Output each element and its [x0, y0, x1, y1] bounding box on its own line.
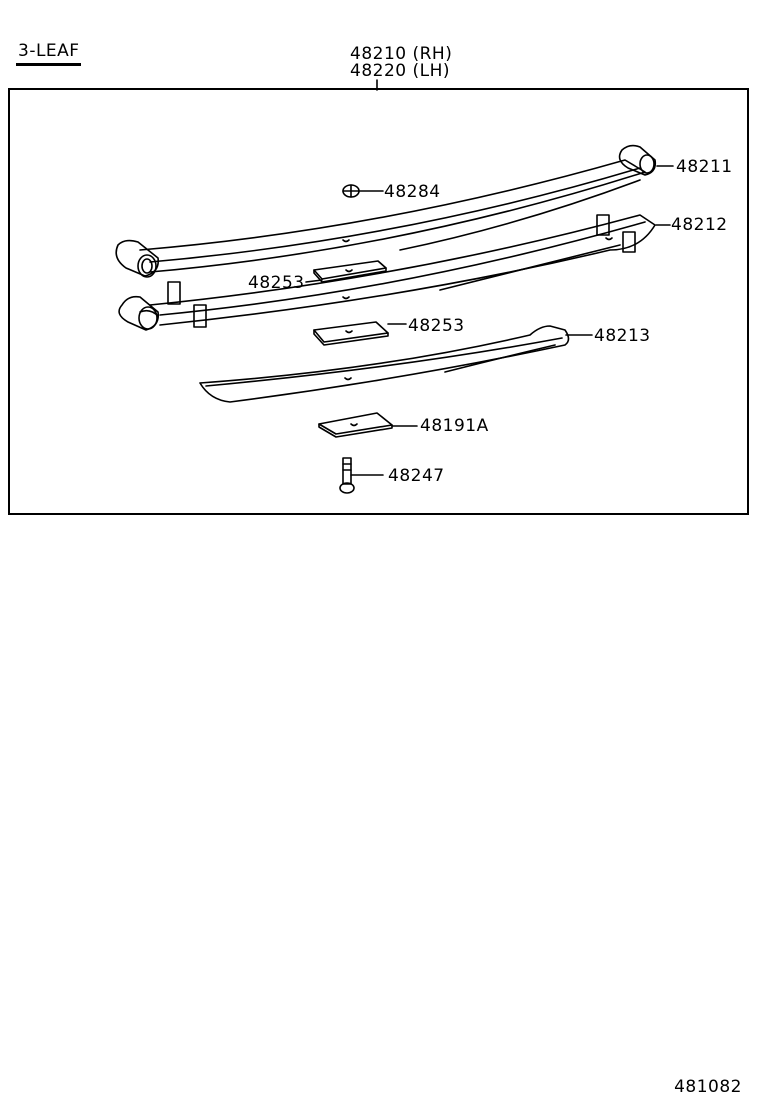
parts-diagram-frame [8, 88, 749, 515]
center-bolt[interactable] [339, 457, 384, 494]
variant-label: 3-LEAF [18, 41, 80, 61]
callout-48253-upper[interactable]: 48253 [248, 273, 305, 293]
callout-48191a[interactable]: 48191A [420, 416, 489, 436]
assembly-number-rh[interactable]: 48210 (RH) [350, 44, 453, 64]
leaf-spring-3[interactable] [199, 325, 570, 403]
spacer-plate[interactable] [318, 412, 418, 438]
callout-48253-lower[interactable]: 48253 [408, 316, 465, 336]
callout-48212[interactable]: 48212 [671, 215, 728, 235]
diagram-code: 481082 [674, 1077, 742, 1097]
callout-48213[interactable]: 48213 [594, 326, 651, 346]
liner-lower[interactable] [313, 321, 407, 346]
callout-48284[interactable]: 48284 [384, 182, 441, 202]
variant-label-underline [16, 63, 81, 66]
liner-upper[interactable] [305, 260, 387, 283]
leaf-spring-1[interactable] [115, 144, 657, 278]
assembly-number-lh[interactable]: 48220 (LH) [350, 61, 451, 81]
callout-48247[interactable]: 48247 [388, 466, 445, 486]
callout-48211[interactable]: 48211 [676, 157, 733, 177]
nut[interactable] [342, 184, 384, 198]
leaf-spring-2[interactable] [118, 214, 656, 331]
